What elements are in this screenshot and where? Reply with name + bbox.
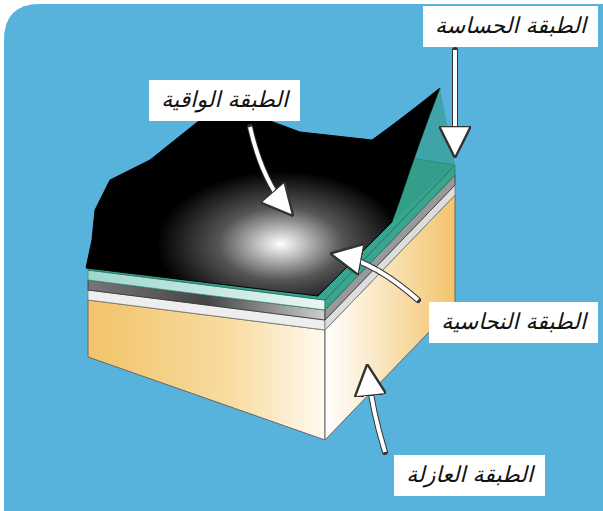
layer-label: الطبقة الحساسة	[423, 6, 598, 47]
layer-label: الطبقة العازلة	[394, 455, 545, 496]
layer-label: الطبقة الواقية	[149, 80, 300, 121]
layer-label: الطبقة النحاسية	[429, 302, 598, 343]
